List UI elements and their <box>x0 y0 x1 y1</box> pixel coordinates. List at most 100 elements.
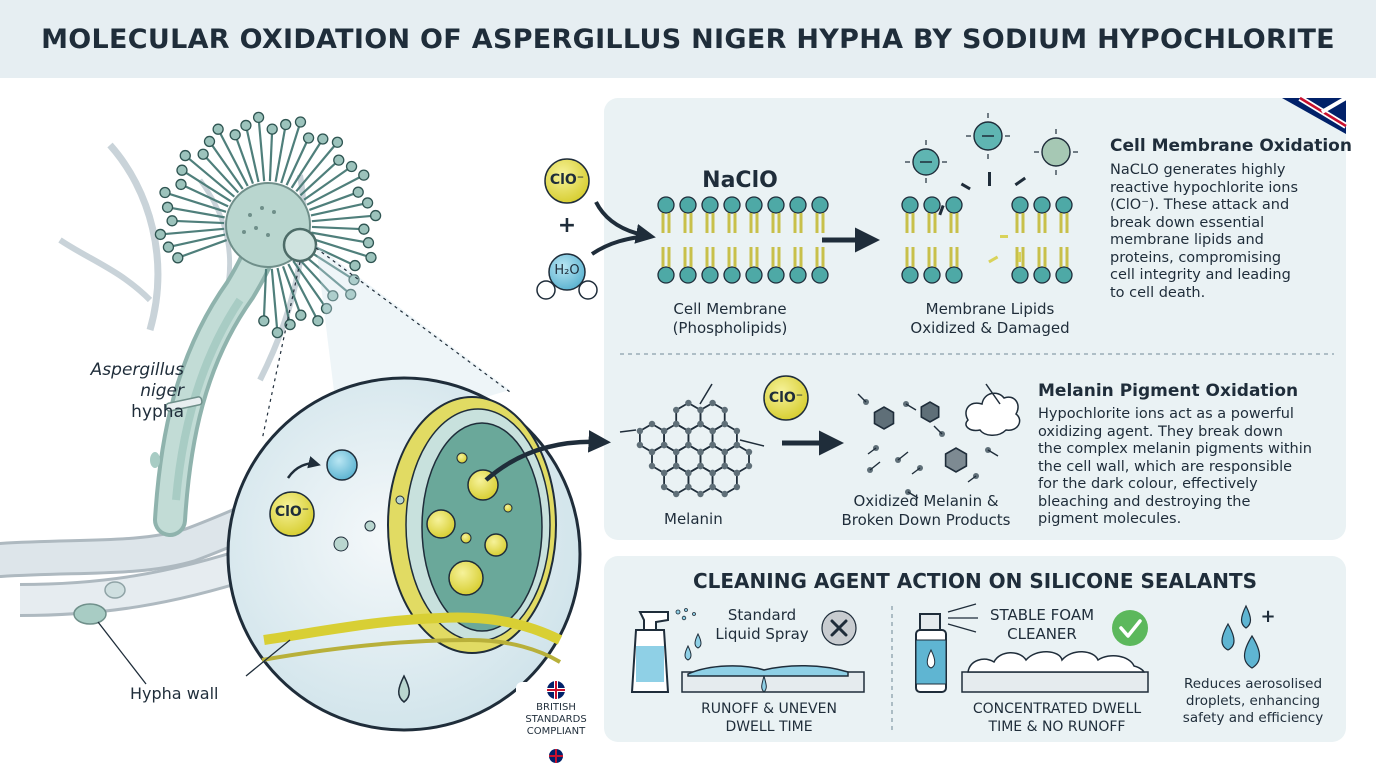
membrane-description-line: to cell death. <box>1110 284 1206 301</box>
badge-text: BRITISH STANDARDS COMPLIANT <box>516 702 596 738</box>
drops-plus: + <box>1260 606 1276 627</box>
lipid-head <box>901 196 919 214</box>
fragment-ring <box>920 401 940 423</box>
membrane-heading: Cell Membrane Oxidation <box>1110 136 1352 156</box>
water-drops-icon <box>1221 604 1261 669</box>
badge-line-1: BRITISH <box>536 702 576 713</box>
melanin-ring <box>663 464 690 496</box>
melanin-atom <box>697 406 704 414</box>
melanin-atom <box>709 469 716 477</box>
melanin-atom <box>733 469 741 477</box>
lipid-tail <box>949 247 959 267</box>
melanin-atom <box>733 483 741 491</box>
conidia-chain <box>310 201 368 217</box>
conidia-chain <box>276 267 292 325</box>
lipid-tail <box>749 247 759 267</box>
lipid-head <box>1033 196 1051 214</box>
membrane-description-line: membrane lipids and <box>1110 232 1264 248</box>
conidium <box>369 209 382 222</box>
conidia-chain <box>217 128 249 187</box>
melanin-atom <box>721 448 728 456</box>
conidium <box>358 169 370 181</box>
lipid-head <box>1055 196 1073 214</box>
lipid-head <box>701 266 719 284</box>
lipid-head <box>1055 266 1073 284</box>
lipid-tail <box>905 213 915 233</box>
melanin-fragments <box>857 393 999 499</box>
lipid-tail <box>815 247 825 267</box>
conidia-chain <box>306 174 365 206</box>
conidium <box>154 228 167 241</box>
conidia-chain <box>309 237 372 259</box>
melanin-atom <box>745 448 753 456</box>
lipid-tail <box>683 247 693 267</box>
lipid-head <box>1011 196 1029 214</box>
conidia-chain <box>274 124 287 182</box>
conidium <box>294 116 307 128</box>
melanin-atom <box>685 469 692 477</box>
melanin-atom <box>685 441 692 449</box>
conidia-chain <box>208 140 244 190</box>
fragment-bond <box>933 425 943 435</box>
melanin-structure <box>619 383 765 498</box>
conidium <box>331 136 344 148</box>
sealant-foam <box>961 651 1149 693</box>
illustration <box>0 95 1348 763</box>
melanin-atom <box>636 427 644 435</box>
lipid-tail <box>815 213 825 233</box>
conidium <box>361 197 374 209</box>
melanin-atom <box>660 483 668 491</box>
spray-label-line-1: Standard <box>727 606 797 624</box>
lipid-tail <box>927 247 937 267</box>
conidia-chain <box>167 206 225 219</box>
lipid-head <box>745 196 763 214</box>
reagent-label: NaClO <box>702 168 778 193</box>
melanin-bond <box>739 439 765 447</box>
melanin-atom <box>648 462 656 470</box>
melanin-atom <box>745 462 753 470</box>
membrane-reaction <box>536 113 1078 300</box>
melanin-atom <box>673 420 680 428</box>
conidia-chain <box>268 129 274 182</box>
lipid-tail <box>1015 247 1025 267</box>
union-flag-icon <box>1282 95 1348 134</box>
lipid-head <box>1011 266 1029 284</box>
melanin-atom <box>709 441 716 449</box>
fragment-bond <box>905 403 917 411</box>
melanin-description-line: Hypochlorite ions act as a powerful <box>1038 406 1294 422</box>
fragment-bond <box>857 393 867 403</box>
conidia-chain <box>172 219 225 225</box>
conidia-chain <box>282 265 302 316</box>
lipid-head <box>811 266 829 284</box>
conidium <box>317 133 329 145</box>
conidium <box>166 215 178 227</box>
conidia-chain <box>257 117 266 182</box>
lens-ion-label: ClO⁻ <box>274 504 310 520</box>
melanin-atom <box>660 441 668 449</box>
melanin-atom <box>721 420 728 428</box>
melanin-bond <box>619 429 637 433</box>
melanin-atom <box>697 462 704 470</box>
water-drops-icon <box>684 632 702 661</box>
lipid-head <box>745 266 763 284</box>
melanin-atom <box>648 448 656 456</box>
conidium <box>212 123 224 135</box>
melanin-atom <box>709 483 716 491</box>
melanin-atom <box>648 420 656 428</box>
fragment-bond <box>987 449 999 457</box>
lipid-head <box>811 196 829 214</box>
conidium <box>179 149 191 162</box>
lipid-tail <box>927 213 937 233</box>
damaged-bilayer <box>901 196 1073 284</box>
lipid-tail <box>1015 213 1025 233</box>
melanin-atom <box>721 490 728 498</box>
conidium <box>161 201 174 213</box>
benefit-line-3: safety and efficiency <box>1182 710 1324 726</box>
lipid-tail <box>771 213 781 233</box>
title-bar: MOLECULAR OXIDATION OF ASPERGILLUS NIGER… <box>0 0 1376 78</box>
spray-result-line-2: DWELL TIME <box>725 719 813 735</box>
damaged-membrane-label: Membrane Lipids Oxidized & Damaged <box>890 300 1090 338</box>
melanin-atom <box>709 427 716 435</box>
melanin-description-line: for the dark colour, effectively <box>1038 476 1258 492</box>
